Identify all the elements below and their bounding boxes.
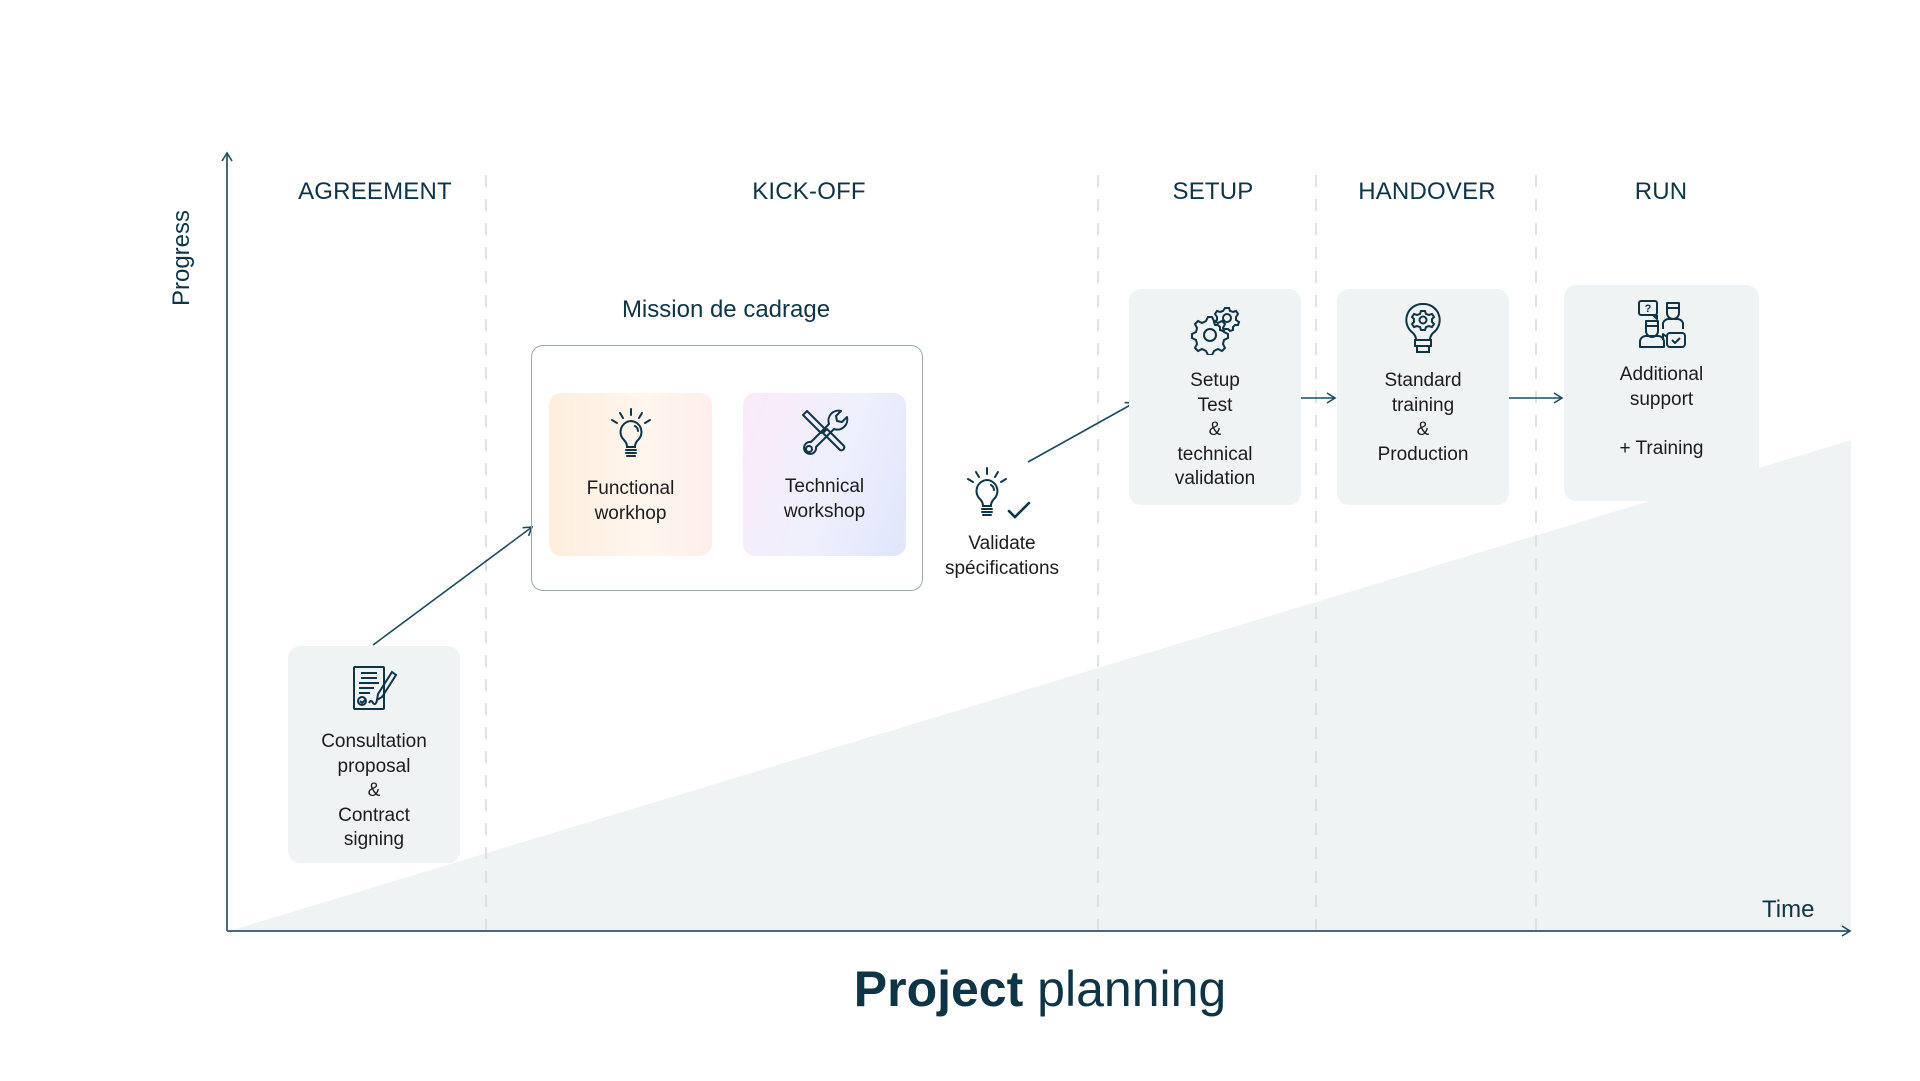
progress-area [229, 440, 1851, 931]
svg-text:?: ? [1644, 303, 1651, 315]
mission-box [531, 345, 923, 591]
step-validate-specifications: Validate spécifications [945, 466, 1059, 581]
technical-workshop-text: Technical workshop [783, 476, 866, 522]
functional-workshop-text: Functional workhop [586, 478, 675, 524]
phase-handover: HANDOVER [1358, 178, 1496, 205]
lightbulb-gear-icon [1405, 302, 1441, 353]
step-functional-workshop: Functional workhop [549, 393, 712, 556]
phase-run: RUN [1634, 178, 1688, 205]
contract-signing-icon [353, 666, 398, 710]
step-consultation-text: Consultation proposal & Contract signing [321, 731, 427, 850]
step-run-text: Additional support + Training [1619, 364, 1704, 459]
flow-arrow [372, 526, 534, 646]
flow-arrow [1027, 401, 1136, 463]
step-handover: Standard training & Production [1337, 289, 1509, 505]
page-title-regular: planning [1023, 961, 1227, 1017]
page-title: Project planning [854, 960, 1226, 1018]
phase-agreement: AGREEMENT [298, 178, 452, 205]
y-axis-label: Progress [168, 209, 195, 307]
step-setup-text: Setup Test & technical validation [1174, 370, 1256, 489]
lightbulb-icon [610, 408, 651, 457]
step-run: ? Additional support + Training [1564, 285, 1759, 501]
phase-setup: SETUP [1172, 178, 1254, 205]
step-setup: Setup Test & technical validation [1129, 289, 1301, 505]
step-handover-text: Standard training & Production [1377, 370, 1469, 465]
gears-icon [1191, 307, 1241, 355]
step-technical-workshop: Technical workshop [743, 393, 906, 556]
phase-kickoff: KICK-OFF [752, 178, 866, 205]
validate-specifications-text: Validate spécifications [944, 533, 1060, 579]
mission-title: Mission de cadrage [621, 296, 831, 323]
lightbulb-check-icon [967, 467, 1031, 519]
wrench-screwdriver-icon [801, 409, 848, 455]
step-consultation: Consultation proposal & Contract signing [288, 646, 460, 863]
support-people-icon: ? [1637, 300, 1686, 348]
x-axis-label: Time [1762, 896, 1815, 923]
page-title-bold: Project [853, 961, 1024, 1017]
